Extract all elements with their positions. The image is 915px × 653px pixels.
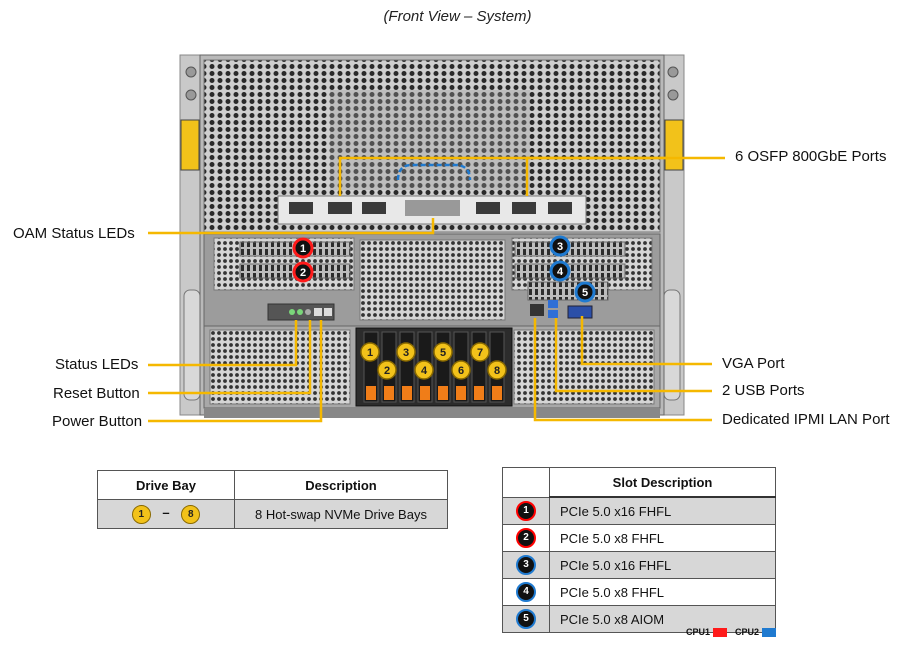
drive-latch xyxy=(492,386,502,400)
slot-number-cell: 4 xyxy=(502,578,550,606)
status-leds-label: Status LEDs xyxy=(55,356,139,373)
drive-marker-first: 1 xyxy=(131,504,151,524)
power-button-label: Power Button xyxy=(52,413,143,430)
svg-text:7: 7 xyxy=(477,347,483,359)
legend-cpu1-swatch xyxy=(712,628,727,638)
ipmi-port-shape xyxy=(530,304,544,316)
slot-number-cell: 3 xyxy=(502,551,550,579)
slot-description: PCIe 5.0 x8 FHFL xyxy=(549,524,776,552)
drive-marker-6: 6 xyxy=(451,360,471,380)
table-row: 2 PCIe 5.0 x8 FHFL xyxy=(502,524,776,552)
svg-text:1: 1 xyxy=(367,347,373,359)
slot-number-cell: 1 xyxy=(502,496,550,525)
slot-description: PCIe 5.0 x16 FHFL xyxy=(549,551,776,579)
drive-latch xyxy=(366,386,376,400)
drive-bay-table: Drive Bay Description 1 – 8 8 Hot-swap N… xyxy=(97,470,448,529)
drive-marker-7: 7 xyxy=(470,342,490,362)
vga-port-shape xyxy=(567,305,593,319)
drive-marker-2: 2 xyxy=(377,360,397,380)
right-warning-sticker xyxy=(664,119,684,171)
drive-latch xyxy=(384,386,394,400)
table-row: 5 PCIe 5.0 x8 AIOM xyxy=(502,605,776,633)
table-row: 3 PCIe 5.0 x16 FHFL xyxy=(502,551,776,579)
slot-description-header: Slot Description xyxy=(549,467,776,498)
svg-text:5: 5 xyxy=(440,347,446,359)
slot-marker-5: 5 xyxy=(574,281,596,303)
table-row: 4 PCIe 5.0 x8 FHFL xyxy=(502,578,776,606)
slot-marker-4: 4 xyxy=(549,260,571,282)
slot-badge: 3 xyxy=(516,555,536,575)
drive-bay-description: 8 Hot-swap NVMe Drive Bays xyxy=(234,499,448,529)
drive-latch xyxy=(474,386,484,400)
osfp-ports-label: 6 OSFP 800GbE Ports xyxy=(735,148,887,165)
usb-ports-label: 2 USB Ports xyxy=(722,382,805,399)
slot-description: PCIe 5.0 x8 FHFL xyxy=(549,578,776,606)
drive-latch xyxy=(438,386,448,400)
svg-text:5: 5 xyxy=(582,287,588,299)
svg-text:4: 4 xyxy=(421,365,428,377)
drive-marker-4: 4 xyxy=(414,360,434,380)
drive-marker-3: 3 xyxy=(396,342,416,362)
range-dash: – xyxy=(162,504,170,520)
svg-text:3: 3 xyxy=(403,347,409,359)
slot-badge: 1 xyxy=(516,500,536,521)
cpu-legend: CPU1 CPU2 xyxy=(686,627,782,638)
legend-cpu1-label: CPU1 xyxy=(686,627,711,637)
drive-range-cell: 1 – 8 xyxy=(97,499,235,529)
drive-marker-last: 8 xyxy=(181,504,201,524)
svg-text:8: 8 xyxy=(494,365,500,377)
left-warning-sticker xyxy=(180,119,200,171)
drive-latch xyxy=(402,386,412,400)
description-header: Description xyxy=(234,470,448,500)
drive-latch xyxy=(420,386,430,400)
drive-marker-1: 1 xyxy=(360,342,380,362)
table-row: 1 PCIe 5.0 x16 FHFL xyxy=(502,496,776,525)
oam-status-leds-label: OAM Status LEDs xyxy=(13,225,135,242)
slot-description: PCIe 5.0 x8 AIOM xyxy=(549,605,776,633)
svg-text:1: 1 xyxy=(300,243,306,255)
vga-port-label: VGA Port xyxy=(722,355,785,372)
page-title: (Front View – System) xyxy=(383,8,532,25)
ipmi-lan-port-label: Dedicated IPMI LAN Port xyxy=(722,411,890,428)
svg-text:2: 2 xyxy=(384,365,390,377)
callout-lines xyxy=(148,156,725,423)
slot-marker-2: 2 xyxy=(292,261,314,283)
right-handle xyxy=(663,289,681,401)
legend-cpu2-swatch xyxy=(761,628,776,638)
svg-text:2: 2 xyxy=(300,267,306,279)
svg-text:4: 4 xyxy=(557,266,564,278)
slot-5-bracket xyxy=(527,281,609,301)
slot-badge: 2 xyxy=(516,528,536,548)
drive-marker-8: 8 xyxy=(487,360,507,380)
slot-badge: 5 xyxy=(516,609,536,629)
slot-badge: 4 xyxy=(516,582,536,602)
left-handle xyxy=(183,289,201,401)
table-row: 1 – 8 8 Hot-swap NVMe Drive Bays xyxy=(97,499,448,529)
svg-text:3: 3 xyxy=(557,241,563,253)
reset-button-label: Reset Button xyxy=(53,385,140,402)
slot-number-cell: 2 xyxy=(502,524,550,552)
drive-latch xyxy=(456,386,466,400)
drive-bay-header: Drive Bay xyxy=(97,470,235,500)
slot-markers: 1 2 3 4 5 xyxy=(292,235,596,303)
slot-description: PCIe 5.0 x16 FHFL xyxy=(549,496,776,525)
svg-text:6: 6 xyxy=(458,365,464,377)
slot-marker-3: 3 xyxy=(549,235,571,257)
slot-marker-1: 1 xyxy=(292,237,314,259)
drive-marker-5: 5 xyxy=(433,342,453,362)
legend-cpu2-label: CPU2 xyxy=(735,627,760,637)
slot-number-cell: 5 xyxy=(502,605,550,633)
